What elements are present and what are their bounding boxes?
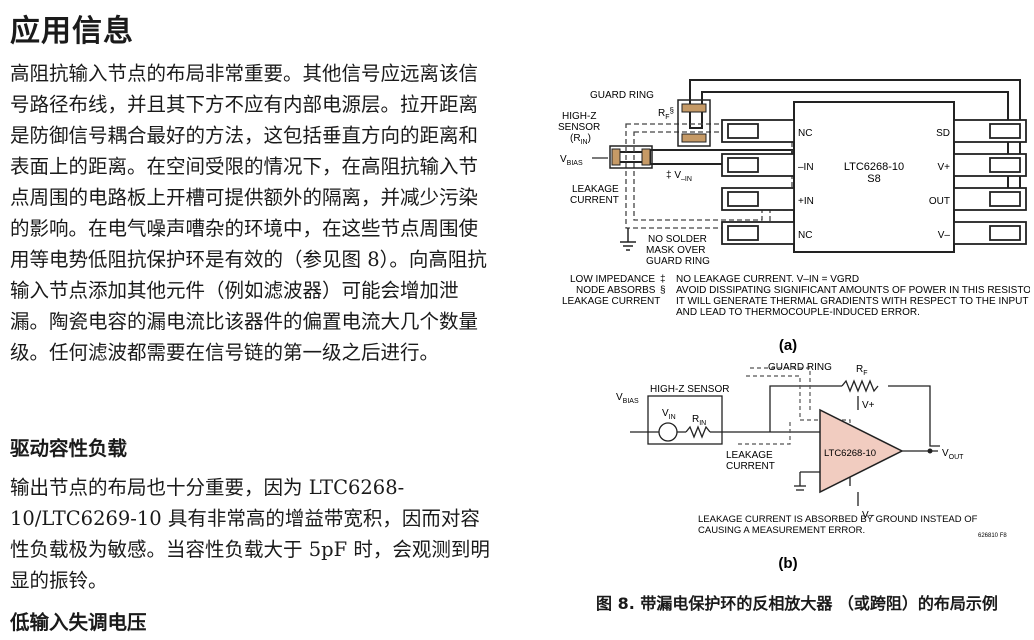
label-vin-a: ‡ V–IN <box>666 170 692 183</box>
label-nosolder-1: NO SOLDER <box>648 234 707 245</box>
label-vout: VOUT <box>942 448 964 461</box>
label-amp: LTC6268-10 <box>824 448 876 459</box>
guard-ring-b2 <box>738 367 811 445</box>
pin-right-3: OUT <box>929 196 950 207</box>
label-lowimp-1: LOW IMPEDANCE <box>570 274 655 285</box>
rf-resistor <box>677 99 711 147</box>
label-highz-b: HIGH-Z SENSOR <box>650 384 729 395</box>
pin-right-1: SD <box>936 128 950 139</box>
label-vbias-a: VBIAS <box>560 154 583 167</box>
figure-code: 626810 F8 <box>978 533 1007 539</box>
rin-pad-right <box>641 148 651 166</box>
rin-zigzag <box>685 425 711 439</box>
pin-right-4: V– <box>938 230 951 241</box>
label-rf-b: RF <box>856 364 868 377</box>
label-guard-ring-b: GUARD RING <box>768 362 832 373</box>
output-node <box>927 448 933 454</box>
pin-left-1: NC <box>798 128 812 139</box>
pin-left-2: –IN <box>798 162 814 173</box>
note-line-1: NO LEAKAGE CURRENT. V–IN = VGRD <box>676 274 859 285</box>
chip-left-pins <box>721 119 795 245</box>
paragraph-layout: 高阻抗输入节点的布局非常重要。其他信号应远离该信号路径布线，并且其下方不应有内部… <box>10 62 487 364</box>
note-b-2: CAUSING A MEASUREMENT ERROR. <box>698 525 865 536</box>
note-line-4: AND LEAD TO THERMOCOUPLE-INDUCED ERROR. <box>676 307 920 318</box>
page-heading: 应用信息 <box>10 14 134 49</box>
figure-8b-schematic: GUARD RING RF VBIAS HIGH-Z SENSOR VIN RI… <box>616 362 1007 572</box>
label-highz-1: HIGH-Z <box>562 111 596 122</box>
rf-pad-top <box>681 103 707 113</box>
label-lowimp-2: NODE ABSORBS <box>576 285 656 296</box>
label-leakage-b2: CURRENT <box>726 461 775 472</box>
paragraph-capacitive-load: 输出节点的布局也十分重要，因为 LTC6268-10/LTC6269-10 具有… <box>10 476 490 592</box>
label-leakage-a2: CURRENT <box>570 195 619 206</box>
figure-label-b: (b) <box>778 555 797 572</box>
label-leakage-b1: LEAKAGE <box>726 450 773 461</box>
subheading-capacitive-load: 驱动容性负载 <box>10 437 128 460</box>
label-rf: RF§ <box>658 106 674 121</box>
chip-body <box>793 101 955 253</box>
pin-right-2: V+ <box>937 162 950 173</box>
opamp-triangle <box>819 408 904 494</box>
label-vin-b: VIN <box>662 408 676 421</box>
note-line-2: AVOID DISSIPATING SIGNIFICANT AMOUNTS OF… <box>676 285 1030 296</box>
note-line-3: IT WILL GENERATE THERMAL GRADIENTS WITH … <box>676 296 1030 307</box>
label-rin: (RIN) <box>570 133 591 146</box>
label-vminus: V– <box>862 510 875 521</box>
subheading-low-offset: 低输入失调电压 <box>10 611 147 634</box>
pin-left-4: NC <box>798 230 812 241</box>
label-leakage-a1: LEAKAGE <box>572 184 619 195</box>
label-guard-ring: GUARD RING <box>590 90 654 101</box>
guard-ring-b <box>746 375 851 472</box>
figure-caption: 图 8. 带漏电保护环的反相放大器 （或跨阻）的布局示例 <box>596 594 998 613</box>
note-mark-2: § <box>660 285 666 296</box>
note-b-1: LEAKAGE CURRENT IS ABSORBED BY GROUND IN… <box>698 514 978 525</box>
vin-source <box>658 422 678 442</box>
label-vbias-b: VBIAS <box>616 392 639 405</box>
label-rin-b: RIN <box>692 414 706 427</box>
wires-b <box>630 385 940 486</box>
figure-label-a: (a) <box>779 337 797 354</box>
figure-8: GUARD RING RF§ HIGH-Z SENSOR (RIN) VBIAS… <box>558 79 1030 572</box>
chip-right-pins <box>953 119 1027 245</box>
chip-package: S8 <box>867 173 880 185</box>
label-vplus: V+ <box>862 400 875 411</box>
figure-8a-layout: GUARD RING RF§ HIGH-Z SENSOR (RIN) VBIAS… <box>558 79 1030 354</box>
label-nosolder-3: GUARD RING <box>646 256 710 267</box>
rf-pad-bottom <box>681 133 707 143</box>
rin-resistor <box>609 145 653 169</box>
rin-pad-left <box>611 148 621 166</box>
sensor-box <box>647 395 723 445</box>
label-nosolder-2: MASK OVER <box>646 245 705 256</box>
pin-left-3: +IN <box>798 196 814 207</box>
label-highz-2: SENSOR <box>558 122 600 133</box>
label-lowimp-3: LEAKAGE CURRENT <box>562 296 660 307</box>
rf-zigzag-b <box>841 379 879 393</box>
note-mark-1: ‡ <box>660 274 666 285</box>
chip-name: LTC6268-10 <box>844 161 904 173</box>
